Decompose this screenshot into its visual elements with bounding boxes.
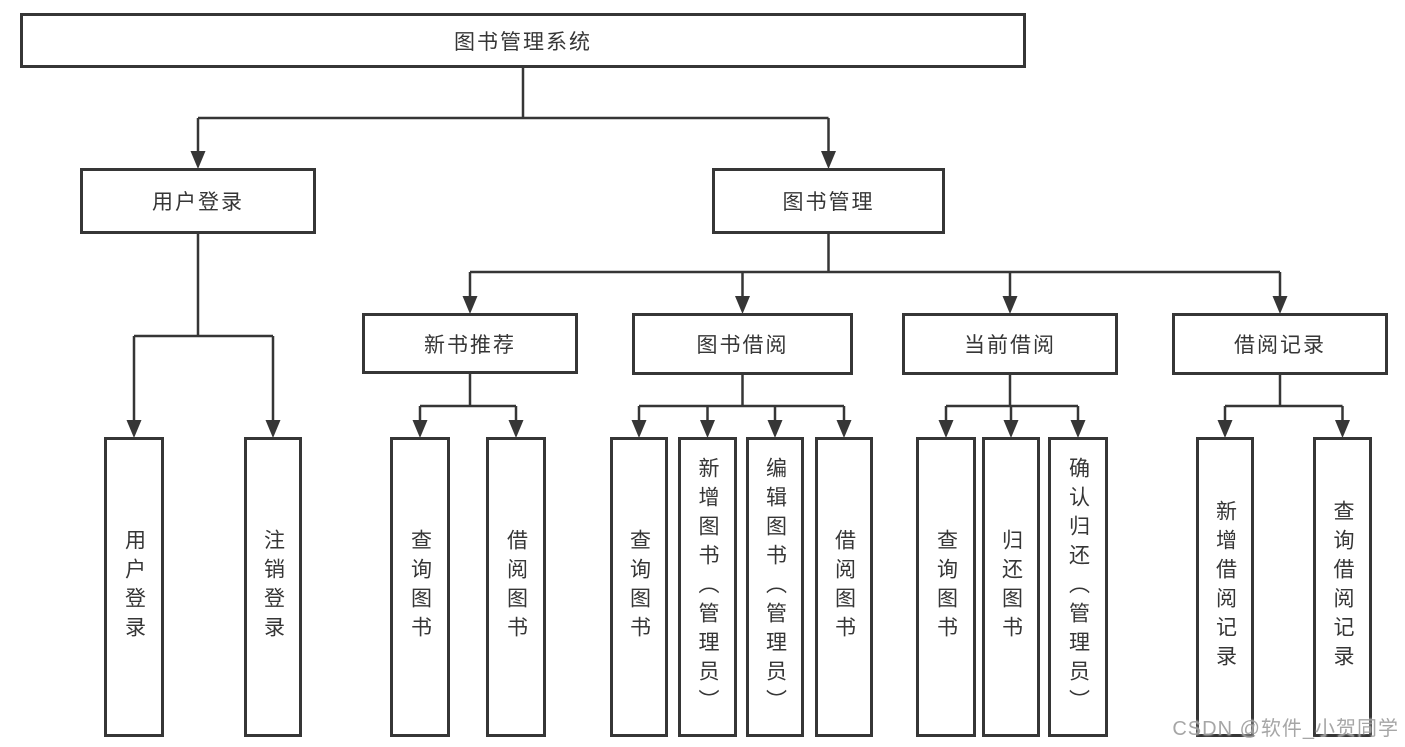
node-bb-query: 查询图书 <box>610 437 668 737</box>
watermark: CSDN @软件_小贺同学 <box>1172 718 1399 740</box>
node-label: 注销登录 <box>261 529 285 645</box>
node-ul-login: 用户登录 <box>104 437 164 737</box>
node-label: 借阅图书 <box>832 529 856 645</box>
node-label: 查询图书 <box>627 529 651 645</box>
node-label: 当前借阅 <box>964 334 1056 357</box>
node-cb-confirm: 确认归还（管理员） <box>1048 437 1108 737</box>
node-bb-edit: 编辑图书（管理员） <box>746 437 804 737</box>
node-new-book-rec: 新书推荐 <box>362 313 578 374</box>
node-root: 图书管理系统 <box>20 13 1026 68</box>
node-nb-borrow: 借阅图书 <box>486 437 546 737</box>
node-label: 图书借阅 <box>696 334 789 357</box>
node-book-mgmt: 图书管理 <box>712 168 945 234</box>
node-label: 新书推荐 <box>424 333 516 357</box>
node-cb-query: 查询图书 <box>916 437 976 737</box>
node-label: 查询图书 <box>408 529 432 645</box>
node-bb-borrow: 借阅图书 <box>815 437 873 737</box>
node-label: 借阅记录 <box>1234 334 1326 357</box>
node-label: 归还图书 <box>999 529 1023 645</box>
node-label: 图书管理 <box>782 191 875 214</box>
node-borrow-record: 借阅记录 <box>1172 313 1388 375</box>
node-label: 借阅图书 <box>504 529 528 645</box>
node-user-login: 用户登录 <box>80 168 316 234</box>
node-cb-return: 归还图书 <box>982 437 1040 737</box>
node-label: 用户登录 <box>152 191 244 214</box>
node-bb-add: 新增图书（管理员） <box>678 437 737 737</box>
node-ul-logout: 注销登录 <box>244 437 302 737</box>
node-br-query: 查询借阅记录 <box>1313 437 1372 737</box>
node-label: 新增图书（管理员） <box>696 456 719 718</box>
node-label: 查询图书 <box>934 529 958 645</box>
node-label: 图书管理系统 <box>454 30 592 54</box>
node-label: 新增借阅记录 <box>1213 500 1237 674</box>
node-label: 用户登录 <box>122 529 146 645</box>
node-current-borrow: 当前借阅 <box>902 313 1118 375</box>
node-label: 查询借阅记录 <box>1331 500 1354 674</box>
node-book-borrow: 图书借阅 <box>632 313 853 375</box>
node-label: 确认归还（管理员） <box>1066 456 1090 718</box>
node-label: 编辑图书（管理员） <box>763 456 787 718</box>
node-nb-query: 查询图书 <box>390 437 450 737</box>
node-br-add: 新增借阅记录 <box>1196 437 1254 737</box>
